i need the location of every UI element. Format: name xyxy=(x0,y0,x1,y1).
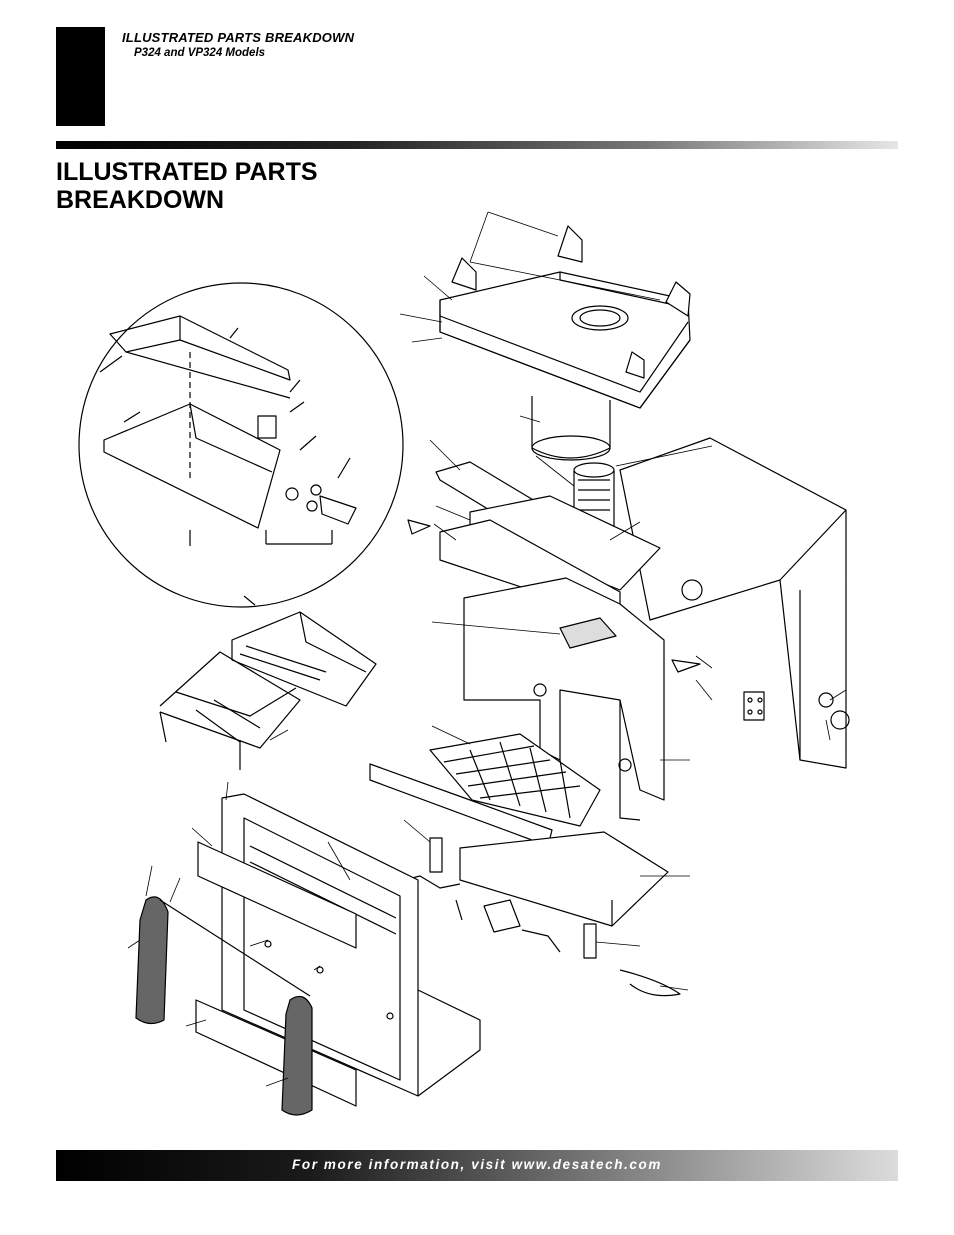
leader-lines xyxy=(399,211,847,991)
brick-liner xyxy=(369,733,601,847)
burner-detail-circle xyxy=(78,282,404,608)
flue-collar xyxy=(531,396,611,461)
leader-lines-left xyxy=(127,729,351,1087)
footer-bar: For more information, visit www.desatech… xyxy=(56,1150,898,1181)
section-tab xyxy=(56,27,105,126)
footer-website-text: For more information, visit www.desatech… xyxy=(292,1157,662,1172)
log-grate xyxy=(159,651,301,770)
base-pan xyxy=(459,831,669,927)
page-title-line-2: BREAKDOWN xyxy=(56,186,225,214)
section-header-title: ILLUSTRATED PARTS BREAKDOWN xyxy=(122,30,355,45)
mesh-screens xyxy=(135,896,313,1116)
models-subtitle: P324 and VP324 Models xyxy=(134,47,266,59)
header-rule xyxy=(56,141,898,149)
front-frame xyxy=(195,793,481,1107)
firebox-walls xyxy=(463,577,665,821)
outer-casing xyxy=(619,437,850,769)
exploded-parts-diagram xyxy=(78,211,850,1116)
top-cover-assembly xyxy=(439,225,691,409)
burner-assembly xyxy=(231,611,377,707)
control-components xyxy=(403,519,701,997)
page-title: ILLUSTRATED PARTS BREAKDOWN xyxy=(56,158,318,214)
page-title-line-1: ILLUSTRATED PARTS xyxy=(56,158,318,186)
